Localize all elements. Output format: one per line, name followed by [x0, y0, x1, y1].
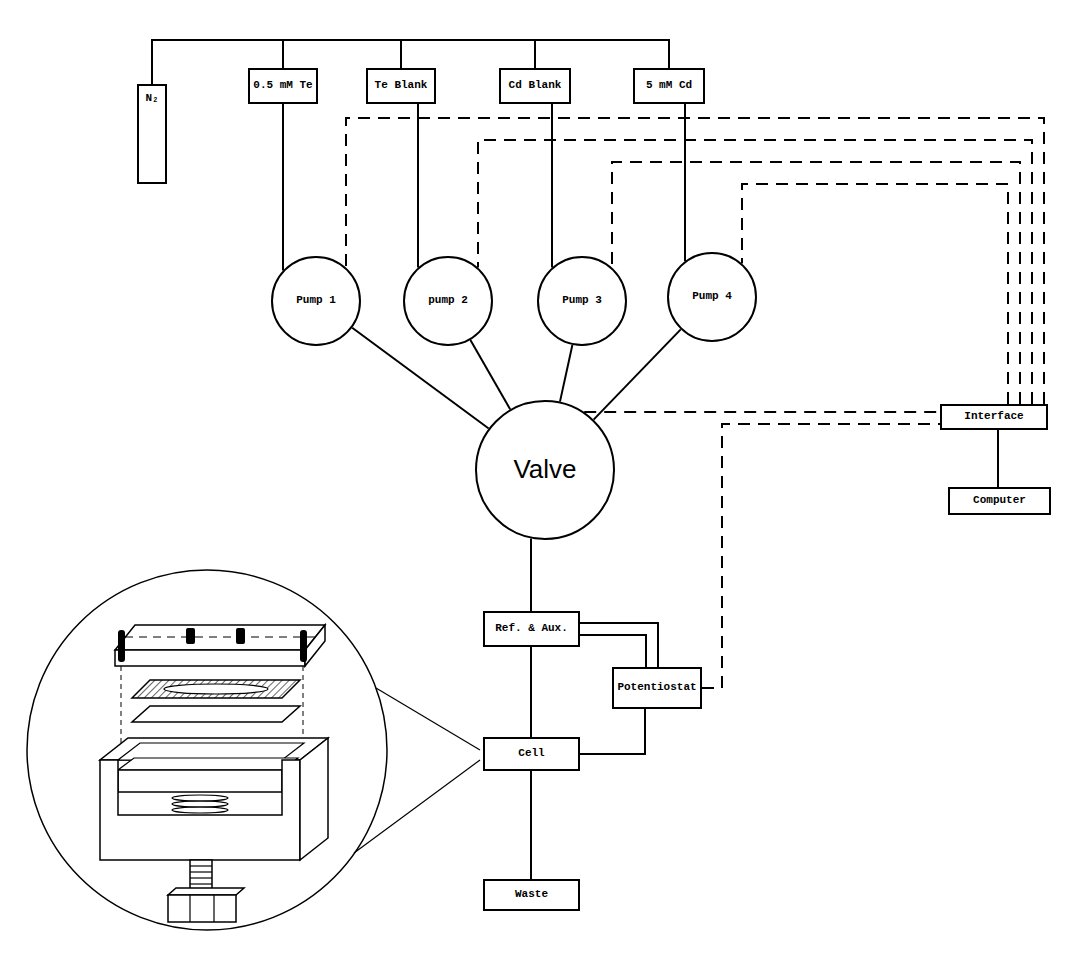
- node-label: Interface: [964, 410, 1023, 423]
- bolt-thread: [190, 871, 212, 872]
- control-line: [584, 411, 940, 413]
- top-plate-face: [115, 625, 325, 650]
- waste-box: Waste: [483, 879, 580, 911]
- node-label: Ref. & Aux.: [495, 622, 568, 635]
- node-label: 0.5 mM Te: [253, 79, 312, 92]
- tube-line: [530, 771, 532, 879]
- tube-line: [152, 40, 535, 84]
- gasket-opening: [164, 684, 268, 694]
- circle-outline: [538, 257, 626, 345]
- tube-line: [530, 647, 532, 737]
- leader-line: [376, 688, 480, 750]
- interface-box: Interface: [940, 404, 1048, 430]
- node-label: Waste: [515, 888, 548, 901]
- pump-circle: Pump 4: [667, 252, 757, 342]
- hex-nut-edge: [213, 895, 214, 922]
- screw-thread: [172, 795, 228, 801]
- pump-circle: pump 2: [403, 256, 493, 346]
- tube-line: [530, 539, 532, 611]
- tube-fitting: [186, 628, 195, 644]
- inset-circle: [27, 570, 387, 930]
- node-label: 5 mM Cd: [646, 79, 692, 92]
- pump-circle: Pump 3: [537, 256, 627, 346]
- circle-outline: [668, 253, 756, 341]
- reservoir-box: 0.5 mM Te: [248, 68, 318, 104]
- tube-line: [580, 623, 658, 667]
- reservoir-box: Cd Blank: [499, 68, 571, 104]
- hex-nut-top: [168, 888, 244, 895]
- electrode-sheet: [132, 706, 300, 722]
- potentiostat-box: Potentiostat: [612, 667, 702, 709]
- holder-front: [100, 760, 300, 860]
- node-label: Computer: [973, 494, 1026, 507]
- bolt-thread: [190, 877, 212, 878]
- tube-line: [352, 328, 488, 429]
- control-line: [346, 118, 1044, 404]
- node-label: Potentiostat: [617, 681, 696, 694]
- circle-outline: [272, 257, 360, 345]
- pump-circle: Pump 1: [271, 256, 361, 346]
- top-plate-front: [115, 650, 305, 666]
- control-line: [742, 184, 1008, 404]
- node-label: Cd Blank: [509, 79, 562, 92]
- guide-line: [303, 666, 304, 746]
- alignment-pin: [300, 630, 307, 662]
- node-label: N₂: [145, 92, 158, 105]
- node-label: Te Blank: [375, 79, 428, 92]
- tube-line: [282, 104, 284, 270]
- gasket: [132, 680, 300, 698]
- support-block-top: [118, 758, 298, 770]
- tube-line: [997, 430, 999, 487]
- node-label: Valve: [513, 454, 576, 485]
- tube-line: [580, 709, 645, 754]
- tube-line: [417, 104, 419, 267]
- electrode-box: Ref. & Aux.: [483, 611, 580, 647]
- circle-outline: [476, 401, 614, 539]
- circle-outline: [404, 257, 492, 345]
- gas-supply-box: N₂: [137, 84, 167, 184]
- bolt-shaft: [190, 860, 212, 890]
- bolt-thread: [190, 883, 212, 884]
- tube-line: [560, 345, 572, 402]
- holder-top: [100, 738, 328, 760]
- node-label: pump 2: [428, 294, 468, 307]
- cell-box: Cell: [483, 737, 580, 771]
- hex-nut: [168, 895, 236, 922]
- tube-line: [684, 104, 686, 261]
- control-line: [702, 424, 940, 688]
- hidden-line: [125, 636, 315, 637]
- top-plate-side: [305, 625, 325, 666]
- reservoir-box: Te Blank: [366, 68, 436, 104]
- screw-thread: [172, 807, 228, 813]
- node-label: Pump 1: [296, 294, 336, 307]
- screw-thread: [172, 801, 228, 807]
- holder-side: [300, 738, 328, 860]
- bolt-thread: [190, 865, 212, 866]
- tube-line: [470, 340, 510, 409]
- valve-circle: Valve: [475, 400, 615, 540]
- tube-fitting: [236, 628, 245, 644]
- alignment-pin: [118, 630, 125, 662]
- reservoir-box: 5 mM Cd: [633, 68, 705, 104]
- tube-line: [594, 329, 681, 419]
- hex-nut-edge: [189, 895, 190, 922]
- node-label: Pump 3: [562, 294, 602, 307]
- electrode-lead: [580, 635, 646, 667]
- computer-box: Computer: [948, 487, 1051, 515]
- control-line: [612, 162, 1020, 404]
- tube-line: [551, 104, 553, 267]
- support-block: [118, 770, 282, 792]
- node-label: Cell: [518, 747, 544, 760]
- control-line: [478, 140, 1032, 404]
- node-label: Pump 4: [692, 290, 732, 303]
- leader-line: [354, 760, 480, 853]
